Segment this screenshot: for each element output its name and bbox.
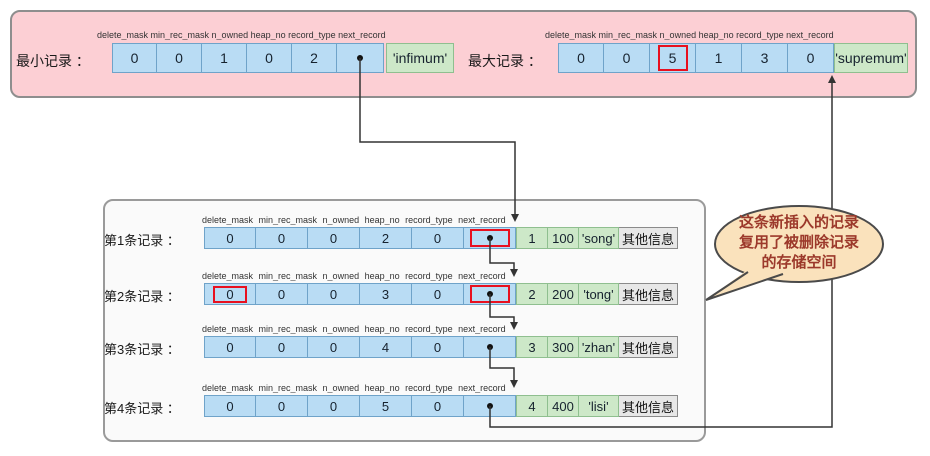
field-headers: delete_mask min_rec_mask n_owned heap_no…: [202, 383, 506, 393]
min-record-label: 最小记录 ：: [16, 53, 90, 69]
field-headers: delete_mask min_rec_mask n_owned heap_no…: [202, 271, 506, 281]
cell-min_rec_mask: 0: [157, 43, 202, 73]
callout-line: 这条新插入的记录: [738, 214, 859, 231]
cell-delete_mask: 0: [558, 43, 604, 73]
cell-min_rec_mask: 0: [256, 395, 308, 417]
callout-line: 复用了被删除记录: [738, 234, 859, 251]
cell-delete_mask: 0: [204, 227, 256, 249]
cell-data-number: 300: [548, 336, 579, 358]
cell-n_owned: 0: [308, 227, 360, 249]
cell-n_owned: 5: [650, 43, 696, 73]
cell-next_record: [337, 43, 384, 73]
cell-min_rec_mask: 0: [256, 283, 308, 305]
field-headers: delete_mask min_rec_mask n_owned heap_no…: [545, 30, 834, 40]
highlight-box: 0: [213, 285, 247, 303]
cell-supremum: 'supremum': [834, 43, 908, 73]
cell-heap_no: 1: [696, 43, 742, 73]
cell-next_record: 0: [788, 43, 834, 73]
cell-data-name: 'zhan': [579, 336, 619, 358]
cell-record_type: 0: [412, 227, 464, 249]
cell-data-name: 'song': [579, 227, 619, 249]
record-label: 第4条记录 ：: [104, 401, 180, 416]
cell-next_record: [464, 336, 516, 358]
cell-heap_no: 3: [360, 283, 412, 305]
cell-delete_mask: 0: [204, 283, 256, 305]
record-label: 第1条记录 ：: [104, 233, 180, 248]
callout-line: 的存储空间: [761, 254, 837, 271]
cell-n_owned: 0: [308, 283, 360, 305]
cell-record_type: 0: [412, 395, 464, 417]
highlight-box: [469, 285, 510, 303]
cell-delete_mask: 0: [112, 43, 157, 73]
cell-min_rec_mask: 0: [256, 336, 308, 358]
next-record-pointer-dot: [486, 235, 493, 241]
cell-record_type: 2: [292, 43, 337, 73]
callout-text: 这条新插入的记录 复用了被删除记录 的存储空间: [720, 213, 878, 273]
cell-data-id: 4: [516, 395, 548, 417]
cell-n_owned: 0: [308, 336, 360, 358]
record-label: 第2条记录 ：: [104, 289, 180, 304]
cell-extra-info: 其他信息: [619, 283, 678, 305]
record-label: 第3条记录 ：: [104, 342, 180, 357]
cell-min_rec_mask: 0: [604, 43, 650, 73]
cell-delete_mask: 0: [204, 336, 256, 358]
field-headers: delete_mask min_rec_mask n_owned heap_no…: [202, 324, 506, 334]
cell-data-number: 200: [548, 283, 579, 305]
cell-next_record: [464, 395, 516, 417]
cell-data-name: 'lisi': [579, 395, 619, 417]
cell-data-id: 3: [516, 336, 548, 358]
cell-extra-info: 其他信息: [619, 395, 678, 417]
cell-record_type: 3: [742, 43, 788, 73]
cell-n_owned: 0: [308, 395, 360, 417]
cell-heap_no: 0: [247, 43, 292, 73]
cell-extra-info: 其他信息: [619, 227, 678, 249]
cell-data-name: 'tong': [579, 283, 619, 305]
cell-extra-info: 其他信息: [619, 336, 678, 358]
cell-record_type: 0: [412, 283, 464, 305]
cell-heap_no: 5: [360, 395, 412, 417]
cell-data-id: 1: [516, 227, 548, 249]
cell-infimum: 'infimum': [386, 43, 454, 73]
cell-next_record: [464, 227, 516, 249]
cell-data-id: 2: [516, 283, 548, 305]
next-record-pointer-dot: [486, 344, 493, 350]
cell-heap_no: 2: [360, 227, 412, 249]
cell-delete_mask: 0: [204, 395, 256, 417]
next-record-pointer-dot: [486, 291, 493, 297]
field-headers: delete_mask min_rec_mask n_owned heap_no…: [202, 215, 506, 225]
cell-data-number: 100: [548, 227, 579, 249]
cell-heap_no: 4: [360, 336, 412, 358]
next-record-pointer-dot: [486, 403, 493, 409]
highlight-box: [469, 229, 510, 247]
highlight-box: 5: [657, 45, 688, 71]
cell-data-number: 400: [548, 395, 579, 417]
cell-min_rec_mask: 0: [256, 227, 308, 249]
cell-n_owned: 1: [202, 43, 247, 73]
field-headers: delete_mask min_rec_mask n_owned heap_no…: [97, 30, 386, 40]
cell-next_record: [464, 283, 516, 305]
cell-record_type: 0: [412, 336, 464, 358]
callout-bubble-tail-outline: [705, 271, 784, 301]
next-record-pointer-dot: [357, 55, 363, 61]
max-record-label: 最大记录 ：: [468, 53, 542, 69]
